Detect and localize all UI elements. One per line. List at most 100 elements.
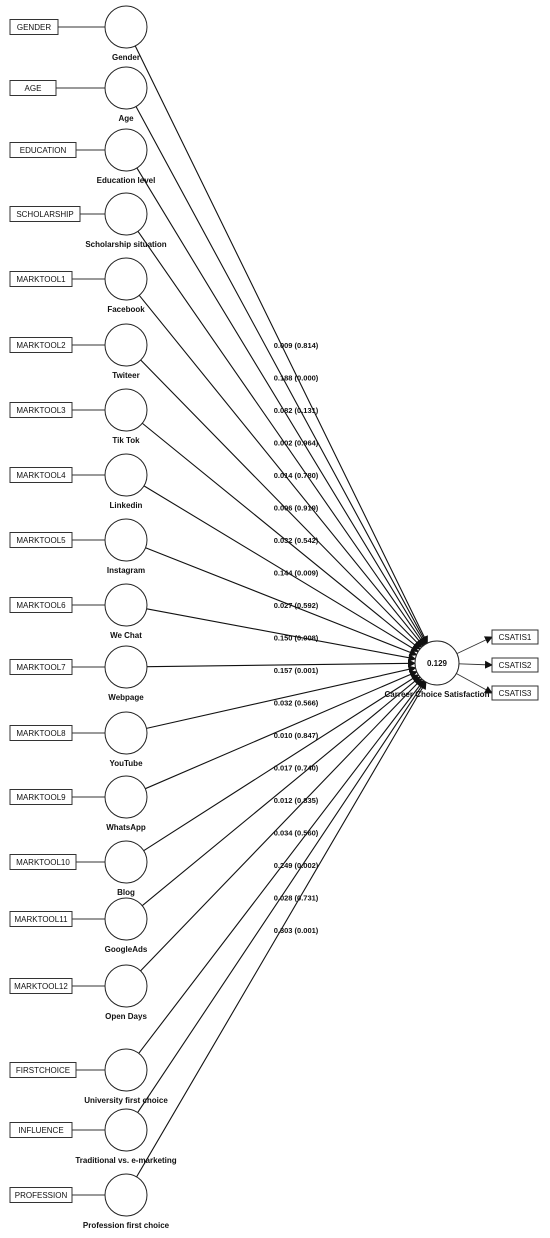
indicator-group: MARKTOOL6 We Chat [9,583,148,640]
indicator-label: MARKTOOL3 [16,406,66,415]
path-arrow [137,230,426,646]
construct-circle [104,1173,148,1217]
target-construct-circle [414,640,460,686]
indicator-label: GENDER [17,23,51,32]
path-coefficient: 0.017 (0.740) [274,764,319,773]
indicator-label: MARKTOOL10 [16,858,70,867]
construct-circle [104,897,148,941]
indicator-label: MARKTOOL8 [16,729,66,738]
path-arrow [145,670,418,790]
target-construct-label: Carreer Choice Satisfaction [385,690,490,699]
path-coefficient: 0.032 (0.566) [274,699,319,708]
path-arrow [134,45,428,645]
construct-label: Scholarship situation [85,240,166,249]
path-coefficient: 0.012 (0.835) [274,796,319,805]
construct-label: Linkedin [110,501,143,510]
path-coefficient: 0.009 (0.814) [274,341,319,350]
indicator-label: MARKTOOL1 [16,275,66,284]
construct-label: Instagram [107,566,145,575]
construct-circle [104,192,148,236]
construct-circle [104,453,148,497]
indicator-label: PROFESSION [15,1191,68,1200]
construct-circle [104,128,148,172]
indicator-label: FIRSTCHOICE [16,1066,70,1075]
path-coefficient: 0.082 (0.131) [274,406,319,415]
construct-circle [104,323,148,367]
target-indicator-arrow [456,636,493,655]
path-arrow [146,665,417,729]
coefficients-layer: 0.009 (0.814) 0.188 (0.000) 0.082 (0.131) 0… [274,341,319,935]
indicator-label: MARKTOOL7 [16,663,66,672]
construct-label: Education level [97,176,156,185]
construct-label: YouTube [109,759,143,768]
path-arrow [143,485,420,653]
construct-label: WhatsApp [106,823,146,832]
target-indicator-label: CSATIS3 [499,689,532,698]
target-indicator-box [491,629,539,645]
path-coefficient: 0.010 (0.847) [274,731,319,740]
path-coefficient: 0.188 (0.000) [274,374,319,383]
indicator-label: AGE [25,84,42,93]
construct-circle [104,388,148,432]
indicator-label: SCHOLARSHIP [16,210,73,219]
construct-label: Profession first choice [83,1221,170,1230]
construct-label: Facebook [107,305,145,314]
target-indicator-label: CSATIS1 [499,633,532,642]
construct-circle [104,645,148,689]
path-arrow [140,359,423,648]
path-arrow [141,676,421,907]
path-arrow [145,547,418,657]
path-arrow [137,680,426,1113]
path-arrow [143,674,420,852]
path-coefficient: 0.034 (0.560) [274,829,319,838]
path-arrow [141,422,421,650]
construct-label: Webpage [108,693,144,702]
construct-label: We Chat [110,631,142,640]
indicator-label: MARKTOOL6 [16,601,66,610]
construct-circle [104,518,148,562]
path-arrow [136,681,427,1178]
construct-label: Age [118,114,134,123]
path-arrow [146,659,417,668]
path-coefficient: 0.032 (0.542) [274,536,319,545]
indicator-label: MARKTOOL2 [16,341,66,350]
construct-label: Traditional vs. e-marketing [75,1156,176,1165]
path-arrow [138,679,425,1054]
target-indicator-box [491,657,539,673]
construct-circle [104,840,148,884]
indicator-group: SCHOLARSHIP Scholarship situation [9,192,167,249]
path-arrow [146,608,417,662]
indicator-group: EDUCATION Education level [9,128,156,185]
target-indicator-label: CSATIS2 [499,661,532,670]
construct-circle [104,1108,148,1152]
path-arrow [138,294,424,647]
path-coefficient: 0.303 (0.001) [274,926,319,935]
indicator-label: MARKTOOL12 [14,982,68,991]
target-indicator-arrow [458,660,493,669]
indicator-group: AGE Age [9,66,148,123]
indicator-label: MARKTOOL11 [14,915,68,924]
indicator-label: EDUCATION [20,146,67,155]
indicator-label: MARKTOOL5 [16,536,66,545]
construct-label: GoogleAds [105,945,148,954]
construct-label: Blog [117,888,135,897]
path-coefficient: 0.028 (0.731) [274,894,319,903]
construct-circle [104,1048,148,1092]
construct-circle [104,5,148,49]
indicator-label: MARKTOOL9 [16,793,66,802]
construct-circle [104,711,148,755]
